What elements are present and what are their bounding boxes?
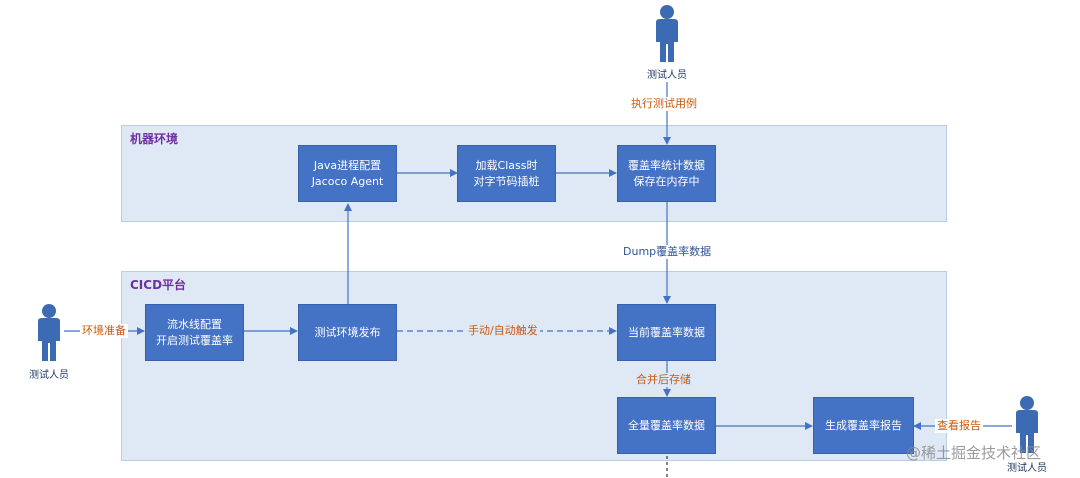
box-current-coverage: 当前覆盖率数据 <box>617 304 716 361</box>
box-pipeline-config-line1: 流水线配置 <box>167 317 222 331</box>
box-gen-report-line1: 生成覆盖率报告 <box>825 418 902 432</box>
tester-left-icon <box>38 304 60 361</box>
box-load-class: 加载Class时 对字节码插桩 <box>457 145 556 202</box>
label-trigger: 手动/自动触发 <box>466 324 540 338</box>
box-full-coverage: 全量覆盖率数据 <box>617 397 716 454</box>
label-env-prepare: 环境准备 <box>80 324 128 338</box>
box-env-publish-line1: 测试环境发布 <box>314 325 381 339</box>
label-dump-coverage: Dump覆盖率数据 <box>621 245 714 259</box>
label-execute-cases: 执行测试用例 <box>629 97 699 111</box>
box-java-config-line2: Jacoco Agent <box>311 174 384 188</box>
box-env-publish: 测试环境发布 <box>298 304 397 361</box>
box-full-coverage-line1: 全量覆盖率数据 <box>628 418 705 432</box>
box-load-class-line1: 加载Class时 <box>475 158 538 172</box>
box-coverage-memory-line2: 保存在内存中 <box>633 174 700 188</box>
box-coverage-memory: 覆盖率统计数据 保存在内存中 <box>617 145 716 202</box>
label-merge-store: 合并后存储 <box>634 373 693 387</box>
label-view-report: 查看报告 <box>935 419 983 433</box>
box-load-class-line2: 对字节码插桩 <box>473 174 540 188</box>
machine-environment-title: 机器环境 <box>130 132 179 146</box>
box-java-config-line1: Java进程配置 <box>313 158 382 172</box>
box-pipeline-config: 流水线配置 开启测试覆盖率 <box>145 304 244 361</box>
box-gen-report: 生成覆盖率报告 <box>813 397 914 454</box>
cicd-platform-title: CICD平台 <box>130 278 187 292</box>
tester-left-label: 测试人员 <box>29 370 69 381</box>
box-coverage-memory-line1: 覆盖率统计数据 <box>628 158 705 172</box>
box-current-coverage-line1: 当前覆盖率数据 <box>628 325 705 339</box>
tester-right-icon <box>1016 396 1038 453</box>
box-pipeline-config-line2: 开启测试覆盖率 <box>156 333 233 347</box>
tester-top-icon <box>656 5 678 62</box>
tester-top-label: 测试人员 <box>647 70 687 81</box>
box-java-config: Java进程配置 Jacoco Agent <box>298 145 397 202</box>
watermark: @稀土掘金技术社区 <box>906 444 1042 462</box>
tester-right-label: 测试人员 <box>1007 463 1047 474</box>
